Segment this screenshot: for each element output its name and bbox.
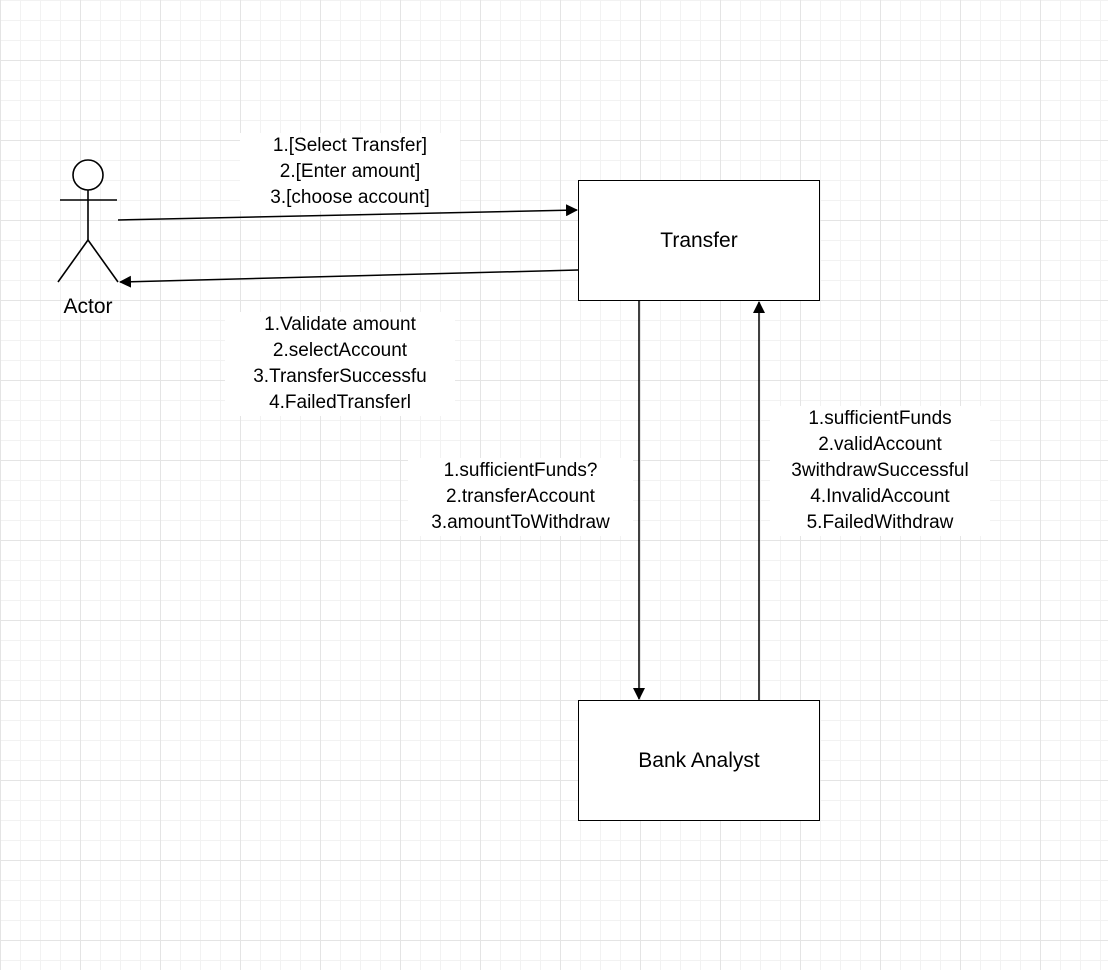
edge-label-line: 2.transferAccount <box>408 484 633 510</box>
edge-label-line: 3.amountToWithdraw <box>408 510 633 536</box>
edge-label-transfer-to-actor: 1.Validate amount 2.selectAccount 3.Tran… <box>225 312 455 416</box>
node-transfer-label: Transfer <box>660 228 738 252</box>
node-bank-analyst[interactable]: Bank Analyst <box>578 700 820 821</box>
edge-label-line: 3.[choose account] <box>240 185 460 211</box>
edge-label-transfer-to-bank: 1.sufficientFunds? 2.transferAccount 3.a… <box>408 458 633 536</box>
edge-label-line: 1.[Select Transfer] <box>240 133 460 159</box>
actor-icon <box>57 159 119 283</box>
actor-label: Actor <box>63 295 113 318</box>
edge-label-line: 1.Validate amount <box>225 312 455 338</box>
edge-label-line: 1.sufficientFunds <box>770 406 990 432</box>
node-transfer[interactable]: Transfer <box>578 180 820 301</box>
edge-label-bank-to-transfer: 1.sufficientFunds 2.validAccount 3withdr… <box>770 406 990 536</box>
edge-label-line: 3withdrawSuccessful <box>770 458 990 484</box>
edge-label-line: 3.TransferSuccessfu <box>225 364 455 390</box>
edge-label-line: 2.validAccount <box>770 432 990 458</box>
edge-label-actor-to-transfer: 1.[Select Transfer] 2.[Enter amount] 3.[… <box>240 133 460 211</box>
edge-label-line: 1.sufficientFunds? <box>408 458 633 484</box>
edge-label-line: 5.FailedWithdraw <box>770 510 990 536</box>
edge-actor-to-transfer <box>117 204 578 221</box>
edge-transfer-to-actor <box>119 269 579 288</box>
edge-label-line: 4.InvalidAccount <box>770 484 990 510</box>
node-bank-analyst-label: Bank Analyst <box>638 748 760 772</box>
edge-label-line: 2.selectAccount <box>225 338 455 364</box>
edge-label-line: 2.[Enter amount] <box>240 159 460 185</box>
edge-label-line: 4.FailedTransferl <box>225 390 455 416</box>
